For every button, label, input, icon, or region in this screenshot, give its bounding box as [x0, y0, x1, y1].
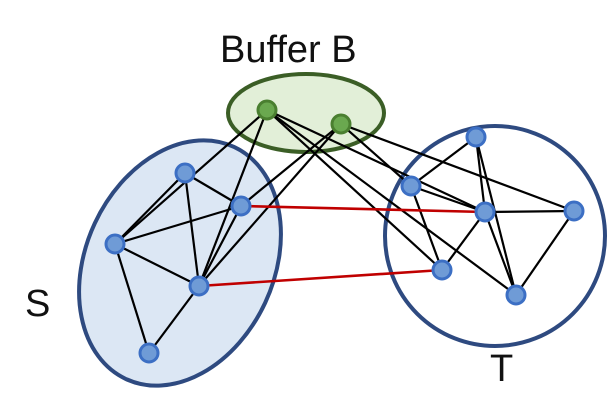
- node-t6: [505, 284, 527, 306]
- edge-t1-t6: [474, 136, 518, 296]
- node-t4: [563, 200, 585, 222]
- node-b1: [256, 99, 278, 121]
- node-t1: [465, 126, 487, 148]
- node-t3: [474, 201, 496, 223]
- edges: [113, 109, 575, 354]
- edge-t3-t6: [483, 211, 518, 296]
- set-s-region: [77, 138, 283, 388]
- edge-s1-s3: [184, 172, 242, 207]
- cut-edge-s3-t3: [240, 204, 486, 214]
- cut-edge-s4-t5: [198, 268, 443, 288]
- edge-t4-t6: [515, 210, 575, 296]
- edge-b2-t2: [340, 123, 412, 187]
- edge-s1-s4: [183, 172, 201, 287]
- node-s3: [230, 195, 252, 217]
- edge-b2-s3: [240, 123, 342, 207]
- edge-t2-t5: [409, 185, 444, 271]
- edge-t2-t3: [410, 184, 486, 214]
- edge-b1-s4: [197, 109, 269, 287]
- edge-b2-t4: [340, 122, 575, 213]
- edge-s2-s4: [114, 243, 200, 287]
- edge-t3-t4: [484, 209, 575, 214]
- node-s1: [174, 162, 196, 184]
- cut-edges: [198, 204, 486, 288]
- node-b2: [330, 113, 352, 135]
- edge-b1-t5: [266, 109, 443, 271]
- nodes: [104, 99, 585, 364]
- node-s4: [188, 275, 210, 297]
- edge-t3-t5: [441, 211, 486, 271]
- edge-s1-s2: [114, 172, 186, 245]
- node-t2: [400, 175, 422, 197]
- edge-b1-t3: [266, 109, 486, 213]
- edge-s2-s5: [113, 243, 151, 354]
- edge-s4-s5: [148, 285, 200, 354]
- set-s-label: S: [25, 283, 50, 325]
- node-s2: [104, 233, 126, 255]
- node-t5: [431, 259, 453, 281]
- edge-s3-s4: [198, 205, 242, 287]
- buffer-label: Buffer B: [220, 29, 357, 71]
- edge-t1-t2: [410, 136, 477, 187]
- edge-t1-t3: [474, 136, 487, 213]
- set-t-label: T: [490, 348, 513, 390]
- edge-s2-s3: [114, 204, 242, 246]
- edge-b2-s4: [198, 123, 342, 287]
- edge-b1-t6: [266, 109, 517, 296]
- node-s5: [138, 342, 160, 364]
